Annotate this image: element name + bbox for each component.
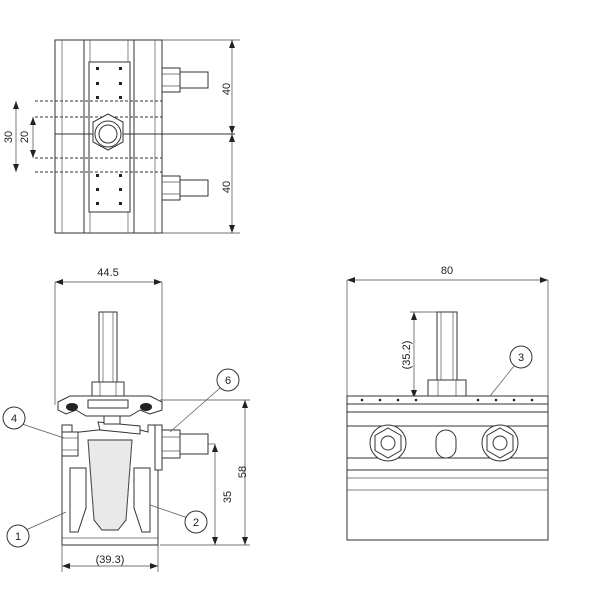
side-view: 80 (35.2): [346, 265, 549, 541]
svg-text:6: 6: [225, 375, 231, 387]
svg-text:3: 3: [518, 352, 524, 364]
side-top-plate: [346, 395, 549, 413]
top-plate-holes-lower: [96, 174, 122, 205]
side-dim-bolt: [410, 311, 437, 398]
top-plate-holes-upper: [96, 67, 122, 99]
top-dim-span-outer: 30: [3, 131, 15, 143]
callout-2: 2: [149, 504, 208, 534]
svg-text:4: 4: [11, 413, 17, 425]
front-dim-width-bottom: (39.3): [96, 554, 125, 566]
side-dim-top: [346, 277, 549, 400]
front-right-bolt: [157, 429, 209, 459]
callout-4: 4: [2, 406, 65, 439]
front-vertical-bolt: [91, 311, 125, 397]
top-dim-height-upper: 40: [221, 83, 233, 95]
front-dim-height-total: 58: [237, 466, 249, 478]
front-view: 44.5: [2, 267, 250, 572]
top-bolt-upper: [161, 67, 209, 93]
front-dim-bottom: [61, 545, 159, 572]
front-left-nut: [61, 431, 79, 457]
top-bolt-lower: [161, 175, 209, 201]
top-dim-height-lower: 40: [221, 181, 233, 193]
top-view: 40 40 30 20: [3, 39, 240, 234]
front-dim-right: [160, 399, 250, 546]
top-dim-right: [162, 39, 240, 234]
side-dim-bolt-height: (35.2): [401, 341, 413, 370]
front-internal-clip: [97, 415, 141, 435]
side-dim-width: 80: [441, 265, 453, 277]
callout-1: 1: [6, 511, 67, 548]
front-rail-body: [61, 424, 159, 546]
top-dim-span-inner: 20: [19, 131, 31, 143]
side-nut-right: [481, 424, 519, 462]
svg-text:2: 2: [193, 517, 199, 529]
front-dim-width-top: 44.5: [97, 267, 118, 279]
top-dim-left: [13, 101, 36, 172]
side-nut-left: [369, 424, 407, 462]
front-dim-top: [54, 279, 163, 405]
front-dim-height-body: 35: [222, 491, 234, 503]
top-center-nut: [92, 113, 124, 151]
side-vertical-bolt: [427, 311, 467, 397]
front-clamp-plate: [57, 395, 163, 417]
svg-text:1: 1: [15, 531, 21, 543]
callout-3: 3: [489, 345, 533, 397]
callout-6: 6: [169, 368, 240, 433]
front-side-bolt-shank: [154, 424, 163, 471]
side-center-slot: [435, 429, 457, 459]
top-slot-lines: [35, 100, 162, 173]
